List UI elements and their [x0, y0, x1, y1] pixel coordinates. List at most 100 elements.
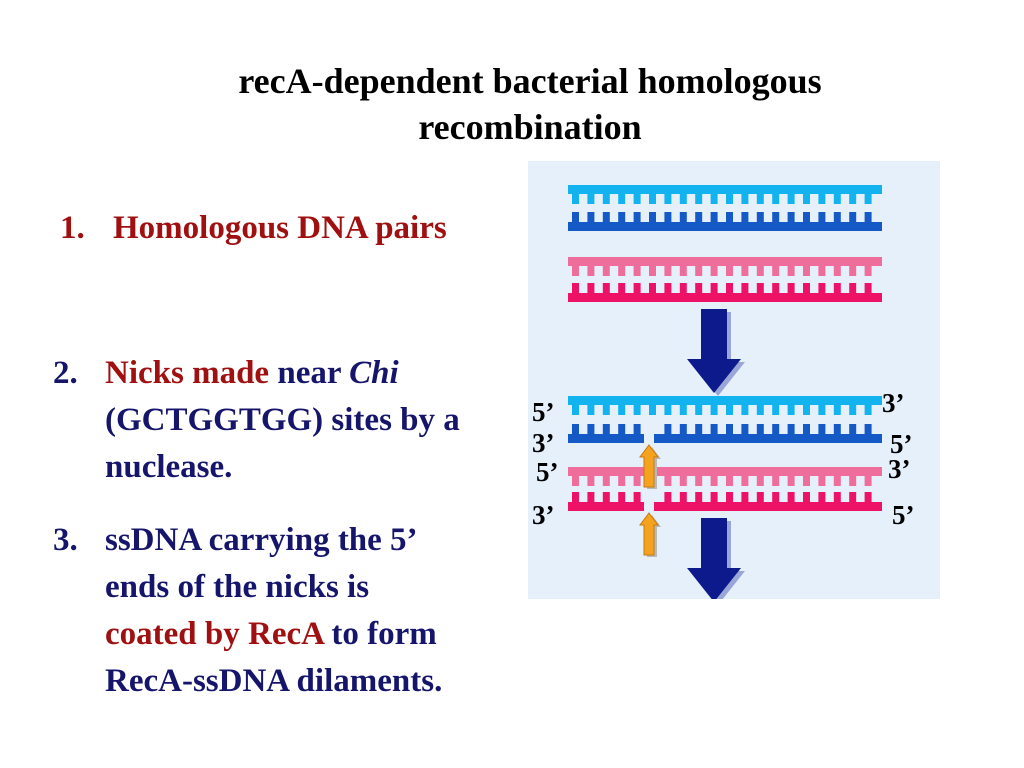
step-2-near: near — [269, 355, 350, 391]
deep-pink-strand-2-nicked-base — [772, 492, 780, 502]
light-pink-strand-1-base — [602, 266, 610, 276]
cyan-strand-1-base — [695, 194, 703, 204]
deep-pink-strand-1-base — [818, 283, 826, 293]
blue-strand-2-nicked-backbone — [654, 434, 882, 443]
blue-strand-1-base — [818, 212, 826, 222]
light-pink-strand-2-base — [679, 476, 687, 486]
light-pink-strand-2-backbone — [568, 467, 882, 476]
end-label-bottom-right: 5’ — [892, 500, 915, 530]
deep-pink-strand-2-nicked-backbone — [568, 502, 644, 511]
cyan-strand-1-base — [772, 194, 780, 204]
blue-strand-2-nicked-base — [695, 424, 703, 434]
light-pink-strand-1-base — [849, 266, 857, 276]
light-pink-strand-2-base — [756, 476, 764, 486]
cyan-strand-1-base — [833, 194, 841, 204]
dna-diagram-svg — [528, 161, 940, 605]
cyan-strand-1-base — [756, 194, 764, 204]
cyan-strand-1-base — [587, 194, 595, 204]
deep-pink-strand-2-nicked-base — [833, 492, 841, 502]
blue-strand-2-nicked-base — [602, 424, 610, 434]
cyan-strand-2-base — [633, 405, 641, 415]
blue-strand-1-base — [633, 212, 641, 222]
blue-strand-1-base — [787, 212, 795, 222]
blue-strand-1-base — [833, 212, 841, 222]
cyan-strand-1-base — [710, 194, 718, 204]
blue-strand-1-base — [726, 212, 733, 222]
end-label-blue-bottom-left: 3’ — [532, 428, 555, 458]
deep-pink-strand-1-base — [572, 283, 579, 293]
deep-pink-strand-2-nicked-base — [679, 492, 687, 502]
light-pink-strand-1-base — [618, 266, 626, 276]
deep-pink-strand-1-base — [772, 283, 780, 293]
light-pink-strand-2-base — [710, 476, 718, 486]
deep-pink-strand-2-nicked-base — [741, 492, 749, 502]
blue-strand-2-nicked-base — [803, 424, 810, 434]
end-label-bottom-left: 3’ — [532, 500, 555, 530]
cyan-strand-2-base — [818, 405, 826, 415]
deep-pink-strand-1-base — [649, 283, 656, 293]
cyan-strand-1-base — [818, 194, 826, 204]
light-pink-strand-2-base — [587, 476, 595, 486]
light-pink-strand-2-base — [849, 476, 857, 486]
cyan-strand-2-base — [679, 405, 687, 415]
deep-pink-strand-1-base — [695, 283, 703, 293]
blue-strand-2-nicked-base — [587, 424, 595, 434]
blue-strand-2-nicked-base — [710, 424, 718, 434]
cyan-strand-1-base — [633, 194, 641, 204]
blue-strand-1-base — [772, 212, 780, 222]
step-3-number: 3. — [53, 522, 78, 558]
cyan-strand-2-base — [772, 405, 780, 415]
deep-pink-strand-2-nicked-base — [633, 492, 641, 502]
deep-pink-strand-1-base — [602, 283, 610, 293]
light-pink-strand-1-base — [833, 266, 841, 276]
step-3-text: ssDNA carrying the 5’ ends of the nicks … — [105, 517, 465, 705]
blue-strand-1-base — [849, 212, 857, 222]
blue-strand-2-nicked-base — [572, 424, 579, 434]
cyan-strand-1-base — [572, 194, 579, 204]
light-pink-strand-2 — [568, 467, 882, 486]
light-pink-strand-1-base — [726, 266, 733, 276]
deep-pink-strand-1-base — [803, 283, 810, 293]
blue-strand-1-base — [741, 212, 749, 222]
blue-strand-2-nicked-base — [833, 424, 841, 434]
cyan-strand-2-base — [649, 405, 656, 415]
cyan-strand-1-base — [649, 194, 656, 204]
cyan-strand-1-base — [726, 194, 733, 204]
blue-strand-2-nicked-base — [849, 424, 857, 434]
cyan-strand-2-base — [710, 405, 718, 415]
light-pink-strand-2-base — [803, 476, 810, 486]
deep-pink-strand-2-nicked-base — [818, 492, 826, 502]
step-2-chi: Chi — [349, 355, 399, 391]
deep-pink-strand-1-base — [864, 283, 872, 293]
deep-pink-strand-2-nicked-base — [787, 492, 795, 502]
cyan-strand-2-base — [664, 405, 672, 415]
deep-pink-strand-1-base — [587, 283, 595, 293]
step-2-text: Nicks made near Chi (GCTGGTGG) sites by … — [105, 350, 525, 491]
deep-pink-strand-2-nicked-base — [726, 492, 733, 502]
title-line-1: recA-dependent bacterial homologous — [238, 61, 822, 101]
deep-pink-strand-1-base — [726, 283, 733, 293]
blue-strand-2-nicked-base — [787, 424, 795, 434]
blue-strand-1-base — [864, 212, 872, 222]
dna-strands — [568, 185, 882, 511]
step-1-number: 1. — [60, 210, 85, 246]
cyan-strand-1-backbone — [568, 185, 882, 194]
deep-pink-strand-1-base — [756, 283, 764, 293]
end-label-pink-top-right: 3’ — [888, 454, 911, 484]
blue-strand-2-nicked-base — [726, 424, 733, 434]
recombination-diagram: 5’ 3’ 3’ 5’ 5’ 3’ 3’ 5’ — [528, 161, 940, 605]
cyan-strand-2-base — [849, 405, 857, 415]
cyan-strand-2-base — [572, 405, 579, 415]
blue-strand-2-nicked-base — [772, 424, 780, 434]
blue-strand-2-nicked — [568, 424, 882, 443]
light-pink-strand-1-base — [787, 266, 795, 276]
blue-strand-1-base — [710, 212, 718, 222]
deep-pink-strand-1 — [568, 283, 882, 302]
light-pink-strand-2-base — [695, 476, 703, 486]
blue-strand-2-nicked-base — [618, 424, 626, 434]
deep-pink-strand-1-base — [849, 283, 857, 293]
light-pink-strand-1 — [568, 257, 882, 276]
blue-strand-1-base — [602, 212, 610, 222]
deep-pink-strand-2-nicked-base — [695, 492, 703, 502]
step-2-number: 2. — [53, 355, 78, 391]
